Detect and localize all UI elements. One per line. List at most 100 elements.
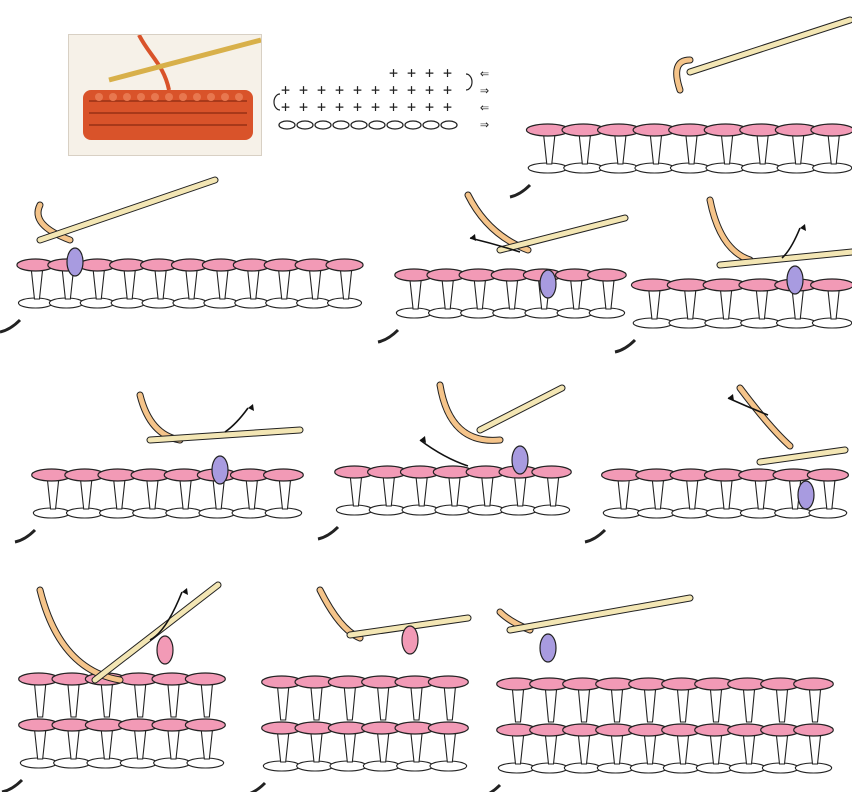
stitch-post bbox=[200, 684, 213, 718]
working-yarn bbox=[437, 382, 503, 443]
step-10-finished-rows bbox=[488, 594, 834, 792]
arrow-right-icon: ⇒ bbox=[480, 81, 489, 99]
stitch-loop bbox=[262, 468, 304, 482]
chain-symbol bbox=[350, 120, 368, 130]
stitch-loop bbox=[806, 468, 850, 482]
stitch-post bbox=[791, 290, 804, 320]
stitch-post bbox=[610, 735, 624, 765]
arrow-left-icon: ⇐ bbox=[480, 98, 489, 116]
stitch-post bbox=[34, 684, 47, 718]
stitch-post bbox=[61, 270, 74, 300]
arrow-right-icon: ⇒ bbox=[480, 115, 489, 133]
stitch-symbol: + bbox=[389, 64, 398, 82]
stitch-symbol: + bbox=[281, 81, 290, 99]
stitch-post bbox=[823, 480, 836, 510]
direction-arrow bbox=[149, 591, 183, 641]
stitch-loop bbox=[325, 258, 364, 272]
arrowhead-icon bbox=[420, 436, 426, 443]
step-8-yarn-over bbox=[1, 581, 226, 792]
stitch-post bbox=[792, 135, 805, 165]
stitch-post bbox=[67, 730, 80, 760]
stitch-post bbox=[247, 270, 260, 300]
chain-symbol bbox=[440, 120, 458, 130]
stitch-post bbox=[547, 477, 560, 507]
stitch-post bbox=[610, 689, 624, 723]
stitch-post bbox=[648, 290, 661, 320]
stitch-post bbox=[649, 135, 662, 165]
stitch-post bbox=[154, 270, 167, 300]
stitch-post bbox=[245, 480, 258, 510]
stitch-post bbox=[377, 733, 390, 763]
stitch-post bbox=[278, 270, 291, 300]
crochet-hook bbox=[687, 17, 852, 75]
stitch-post bbox=[742, 689, 756, 723]
stitch-loop bbox=[427, 721, 469, 735]
chain-symbol bbox=[386, 120, 404, 130]
stitch-symbol: + bbox=[335, 98, 344, 116]
stitch-post bbox=[686, 480, 699, 510]
working-yarn bbox=[35, 202, 73, 243]
sample-photo-art bbox=[69, 35, 261, 155]
stitch-post bbox=[481, 477, 494, 507]
hook-loop bbox=[539, 269, 557, 299]
stitch-post bbox=[113, 480, 126, 510]
stitch-post bbox=[720, 480, 733, 510]
stitch-post bbox=[443, 733, 456, 763]
stitch-loop bbox=[427, 675, 469, 689]
yarn-tail bbox=[249, 781, 267, 792]
stitch-post bbox=[441, 280, 454, 310]
hook-loop bbox=[401, 625, 419, 655]
stitch-post bbox=[685, 135, 698, 165]
stitch-symbol: + bbox=[299, 98, 308, 116]
stitch-chart: ++++⇐++++++++++⇒++++++++++⇐⇒ bbox=[273, 64, 489, 133]
stitch-loop bbox=[793, 723, 834, 737]
stitch-post bbox=[67, 684, 80, 718]
stitch-post bbox=[577, 735, 591, 765]
stitch-post bbox=[808, 689, 822, 723]
stitch-loop bbox=[531, 465, 572, 479]
stitch-post bbox=[775, 735, 789, 765]
stitch-symbol: + bbox=[407, 81, 416, 99]
stitch-post bbox=[278, 480, 291, 510]
stitch-symbol: + bbox=[317, 81, 326, 99]
stitch-symbol: + bbox=[407, 98, 416, 116]
stitch-post bbox=[34, 730, 47, 760]
chain-symbol bbox=[314, 120, 332, 130]
stitch-post bbox=[47, 480, 60, 510]
yarn-tail bbox=[614, 338, 637, 354]
stitch-post bbox=[676, 689, 690, 723]
stitch-loop bbox=[587, 268, 627, 282]
stitch-post bbox=[756, 135, 769, 165]
stitch-loop bbox=[184, 718, 226, 732]
hook-loop bbox=[539, 633, 557, 663]
crochet-hook bbox=[477, 385, 565, 433]
stitch-post bbox=[310, 733, 323, 763]
crochet-hook bbox=[507, 595, 693, 633]
yarn-tail bbox=[488, 783, 502, 792]
stitch-post bbox=[721, 135, 734, 165]
yarn-outline bbox=[706, 196, 754, 264]
stitch-post bbox=[185, 270, 198, 300]
step-6-turn bbox=[317, 381, 572, 541]
stitch-post bbox=[505, 280, 519, 310]
stitch-post bbox=[827, 290, 840, 320]
chain-symbol bbox=[278, 120, 296, 130]
stitch-post bbox=[511, 689, 525, 723]
stitch-post bbox=[720, 290, 733, 320]
crochet-hook bbox=[147, 427, 303, 443]
arrowhead-icon bbox=[800, 224, 806, 231]
stitch-post bbox=[343, 687, 356, 721]
stitch-post bbox=[617, 480, 630, 510]
working-yarn bbox=[737, 385, 793, 449]
stitch-post bbox=[684, 290, 697, 320]
stitch-post bbox=[30, 270, 44, 300]
stitch-post bbox=[339, 270, 353, 300]
direction-arrow bbox=[781, 227, 801, 259]
stitch-post bbox=[808, 735, 822, 765]
stitch-post bbox=[827, 135, 840, 165]
stitch-post bbox=[473, 280, 486, 310]
yarn-tail bbox=[509, 183, 532, 199]
stitch-post bbox=[709, 735, 723, 765]
stitch-post bbox=[676, 735, 690, 765]
